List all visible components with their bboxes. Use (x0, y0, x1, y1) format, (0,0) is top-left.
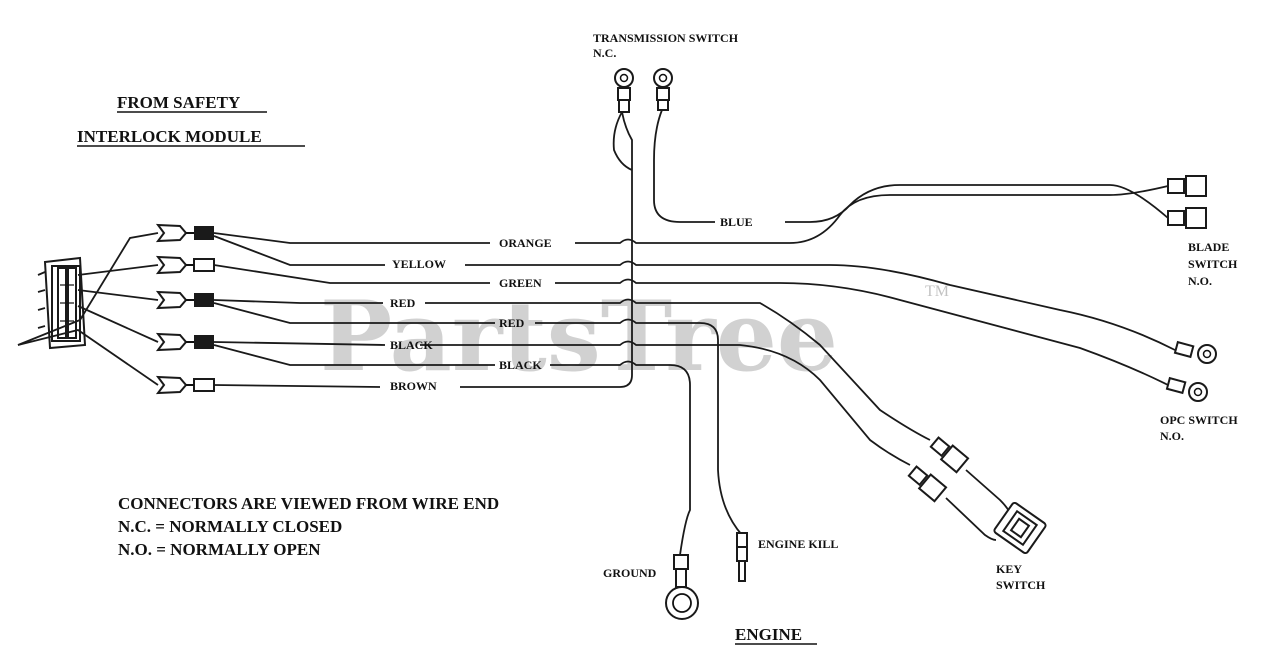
key-switch-line1: KEY (996, 562, 1022, 576)
blade-switch-connector-1 (1167, 175, 1207, 197)
note-line-2: N.C. = NORMALLY CLOSED (118, 517, 342, 536)
terminal-2 (155, 255, 215, 275)
opc-switch-state: N.O. (1160, 429, 1184, 443)
transmission-switch-label: TRANSMISSION SWITCH (593, 31, 739, 45)
terminal-3 (155, 290, 214, 310)
wire-key-b (945, 497, 997, 541)
module-title-line2: INTERLOCK MODULE (77, 127, 262, 146)
engine-kill-label: ENGINE KILL (758, 537, 838, 551)
wire-black-2 (213, 344, 691, 556)
opc-switch-terminal-2 (1165, 376, 1208, 402)
label-black-2: BLACK (499, 358, 542, 372)
wire-black-1 (213, 340, 911, 466)
key-switch-inline-connector-2 (907, 465, 948, 503)
opc-switch-label: OPC SWITCH (1160, 413, 1238, 427)
wire-transmission (612, 111, 633, 171)
label-red-2: RED (499, 316, 525, 330)
key-switch-inline-connector-1 (929, 436, 970, 474)
transmission-switch-terminal-1 (614, 68, 634, 113)
blade-switch-connector-2 (1167, 207, 1207, 229)
blade-switch-line1: BLADE (1188, 240, 1229, 254)
note-line-3: N.O. = NORMALLY OPEN (118, 540, 321, 559)
wire-red-2 (213, 302, 743, 536)
blade-switch-line2: SWITCH (1188, 257, 1238, 271)
engine-label: ENGINE (735, 625, 802, 644)
wire-blue (653, 109, 1169, 223)
label-orange: ORANGE (499, 236, 552, 250)
opc-switch-terminal-1 (1173, 340, 1217, 364)
wire-orange (213, 185, 1169, 244)
wire-brown (213, 111, 633, 388)
watermark-tm: TM (925, 283, 949, 300)
wire-green (213, 264, 1169, 386)
label-blue: BLUE (720, 215, 753, 229)
label-yellow: YELLOW (392, 257, 446, 271)
terminal-1 (155, 223, 214, 243)
blade-switch-state: N.O. (1188, 274, 1212, 288)
note-line-1: CONNECTORS ARE VIEWED FROM WIRE END (118, 494, 499, 513)
watermark: PartsTree (320, 280, 838, 393)
module-fan-wires (17, 232, 159, 386)
ground-terminal (665, 554, 699, 620)
label-black-1: BLACK (390, 338, 433, 352)
transmission-switch-state: N.C. (593, 46, 616, 60)
module-title-line1: FROM SAFETY (117, 93, 240, 112)
wire-red-1 (213, 298, 931, 441)
interlock-module-connector (37, 256, 87, 350)
terminal-4 (155, 332, 214, 352)
key-switch-body (993, 501, 1047, 555)
label-brown: BROWN (390, 379, 437, 393)
label-red-1: RED (390, 296, 416, 310)
wire-yellow (213, 235, 1176, 351)
label-green: GREEN (499, 276, 542, 290)
terminal-5 (155, 375, 215, 395)
wire-key-a (965, 469, 1013, 519)
transmission-switch-terminal-2 (653, 68, 673, 111)
ground-label: GROUND (603, 566, 657, 580)
key-switch-line2: SWITCH (996, 578, 1046, 592)
engine-kill-terminal (736, 532, 748, 582)
